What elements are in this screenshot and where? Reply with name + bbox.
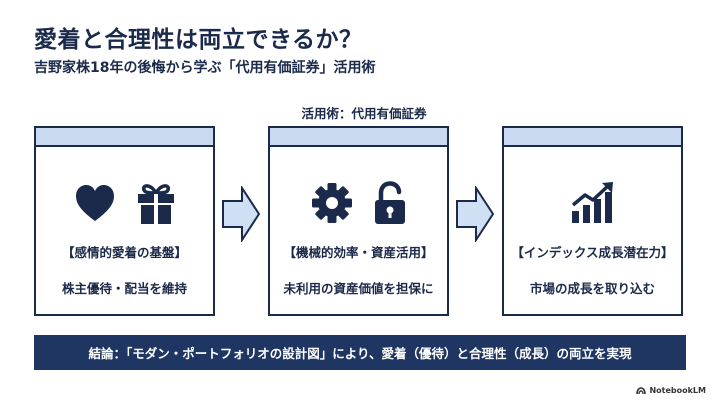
card-text: 未利用の資産価値を担保に — [283, 281, 434, 296]
unlock-icon — [373, 181, 407, 225]
conclusion-text: 結論：「モダン・ポートフォリオの設計図」により、愛着（優待）と合理性（成長）の両… — [88, 346, 632, 361]
card-header-bar — [36, 128, 213, 147]
card-title: 【インデックス成長潜在力】 — [511, 245, 674, 260]
card-mechanical-efficiency: 【機械的効率・資産活用】 未利用の資産価値を担保に — [268, 126, 449, 316]
logo-text: NotebookLM — [649, 386, 706, 395]
conclusion-banner: 結論：「モダン・ポートフォリオの設計図」により、愛着（優待）と合理性（成長）の両… — [34, 335, 686, 370]
slide-subtitle: 吉野家株18年の後悔から学ぶ「代用有価証券」活用術 — [34, 60, 376, 76]
middle-label: 活用術：代用有価証券 — [301, 106, 427, 121]
card-emotional-attachment: 【感情的愛着の基盤】 株主優待・配当を維持 — [34, 126, 215, 316]
notebooklm-logo: NotebookLM — [636, 386, 706, 395]
notebooklm-logo-icon — [636, 386, 647, 394]
card-icons — [36, 180, 213, 226]
card-icons — [270, 180, 447, 226]
arrow-right-icon — [456, 186, 494, 242]
card-icons — [504, 180, 681, 226]
card-header-bar — [270, 128, 447, 147]
card-text: 市場の成長を取り込む — [529, 281, 655, 296]
gear-icon — [311, 182, 353, 224]
slide-title: 愛着と合理性は両立できるか？ — [34, 27, 363, 53]
gift-icon — [136, 181, 176, 225]
heart-icon — [74, 183, 116, 223]
card-header-bar — [504, 128, 681, 147]
card-index-growth: 【インデックス成長潜在力】 市場の成長を取り込む — [502, 126, 683, 316]
growth-chart-icon — [569, 181, 617, 225]
card-title: 【機械的効率・資産活用】 — [283, 245, 434, 260]
card-title: 【感情的愛着の基盤】 — [61, 245, 187, 260]
arrow-right-icon — [222, 186, 260, 242]
card-text: 株主優待・配当を維持 — [61, 281, 187, 296]
